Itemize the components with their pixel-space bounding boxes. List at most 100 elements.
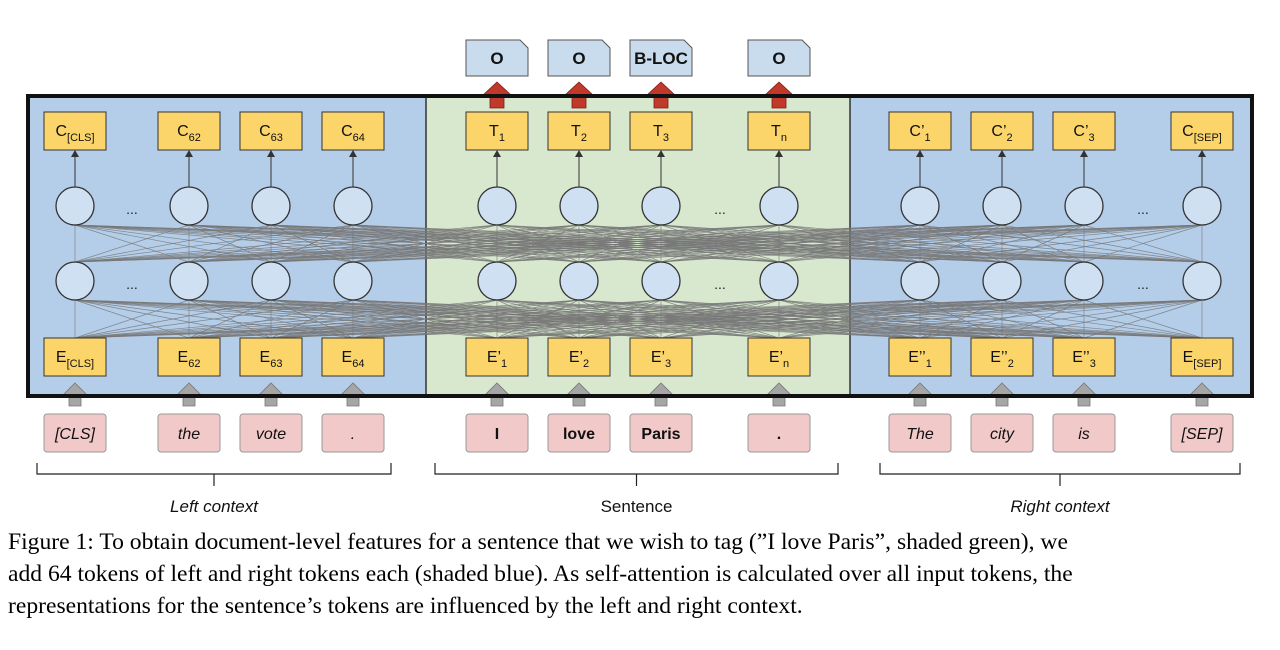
output-tag-box [465, 39, 529, 77]
output-representation-label: C’1 [909, 123, 930, 144]
output-representation-label: T2 [571, 123, 587, 144]
attention-connections [71, 150, 1206, 339]
attention-line [188, 224, 921, 263]
output-representation-box [465, 111, 529, 151]
embedding-box [970, 337, 1034, 377]
output-representation-box [1170, 111, 1234, 151]
figure-caption: Figure 1: To obtain document-level featu… [8, 526, 1270, 622]
output-representation-box [157, 111, 221, 151]
embedding-label: E[SEP] [1183, 349, 1222, 370]
ellipsis: ... [1137, 276, 1149, 292]
input-token-box [321, 413, 385, 453]
attention-line [188, 224, 272, 263]
attention-line [74, 299, 780, 339]
model-frame [26, 94, 1254, 398]
attention-line [74, 224, 921, 263]
attention-line [74, 299, 662, 339]
attention-line [74, 224, 354, 263]
attention-line [1001, 299, 1203, 339]
layer-node [759, 186, 799, 226]
attention-line [270, 224, 1203, 263]
layer-node [169, 261, 209, 301]
output-representation-box [321, 111, 385, 151]
layer-node [169, 186, 209, 226]
output-representation-box [970, 111, 1034, 151]
input-token-label: I [495, 426, 499, 443]
input-token-label: the [178, 426, 200, 443]
caption-line-2: add 64 tokens of left and right tokens e… [8, 561, 1073, 587]
representation-boxes: C[CLS]E[CLS]C62E62C63E63C64E64T1E’1T2E’2… [43, 111, 1234, 377]
embedding-label: E’’3 [1072, 349, 1096, 370]
layer-node [900, 261, 940, 301]
attention-line [74, 224, 580, 263]
layer-node [1182, 261, 1222, 301]
attention-line [270, 299, 1085, 339]
attention-line [188, 224, 1003, 263]
layer-node [641, 186, 681, 226]
embedding-box [43, 337, 107, 377]
vertical-arrowhead [493, 150, 501, 157]
vertical-arrowhead [657, 150, 665, 157]
output-tag-label: O [772, 49, 785, 68]
attention-line [74, 224, 498, 263]
attention-line [496, 299, 1085, 339]
embedding-label: E’’2 [990, 349, 1014, 370]
attention-line [74, 299, 498, 339]
embedding-label: E63 [260, 349, 283, 370]
attention-line [496, 224, 1203, 263]
input-token-label: Paris [641, 426, 680, 443]
attention-line [578, 224, 1203, 263]
layer-node [559, 261, 599, 301]
attention-line [74, 299, 354, 339]
embedding-label: E64 [342, 349, 365, 370]
attention-line [270, 224, 1085, 263]
attention-line [188, 224, 1203, 263]
embedding-label: E’n [769, 349, 789, 370]
input-token-label: . [777, 426, 781, 443]
layer-node [251, 186, 291, 226]
right-context-bracket-label: Right context [1010, 497, 1110, 516]
attention-line [778, 299, 1203, 339]
attention-line [1083, 299, 1203, 339]
input-token-box [1170, 413, 1234, 453]
attention-line [74, 224, 272, 263]
attention-line [188, 299, 780, 339]
attention-line [74, 299, 272, 339]
layer-node [1064, 186, 1104, 226]
output-representation-box [747, 111, 811, 151]
attention-line [74, 224, 1203, 263]
layer-node [641, 261, 681, 301]
output-representation-box [888, 111, 952, 151]
layer-node [333, 261, 373, 301]
left-context-bracket [36, 463, 392, 486]
input-token-box [629, 413, 693, 453]
caption-line-1: Figure 1: To obtain document-level featu… [8, 529, 1068, 555]
sentence-bracket-label: Sentence [601, 497, 673, 516]
input-token-label: . [351, 426, 355, 443]
output-representation-label: T3 [653, 123, 669, 144]
input-token-label: city [990, 426, 1015, 443]
caption-line-3: representations for the sentence’s token… [8, 593, 803, 619]
output-tag-box [629, 39, 693, 77]
layer-node [982, 186, 1022, 226]
attention-line [74, 299, 1085, 339]
attention-line [74, 224, 1085, 263]
embedding-label: E[CLS] [56, 349, 94, 370]
layer-node [559, 186, 599, 226]
layer-node [251, 261, 291, 301]
embedding-box [157, 337, 221, 377]
attention-line [919, 224, 1203, 263]
output-representation-label: T1 [489, 123, 505, 144]
embedding-label: E’3 [651, 349, 671, 370]
left-context-bracket-label: Left context [170, 497, 259, 516]
layer-node [333, 186, 373, 226]
input-token-box [747, 413, 811, 453]
attention-line [1083, 224, 1203, 263]
output-tag-box [747, 39, 811, 77]
output-representation-label: C’3 [1073, 123, 1094, 144]
attention-line [352, 224, 1085, 263]
input-token-box [465, 413, 529, 453]
input-token-label: [SEP] [1181, 426, 1223, 443]
output-representation-label: C64 [341, 123, 365, 144]
